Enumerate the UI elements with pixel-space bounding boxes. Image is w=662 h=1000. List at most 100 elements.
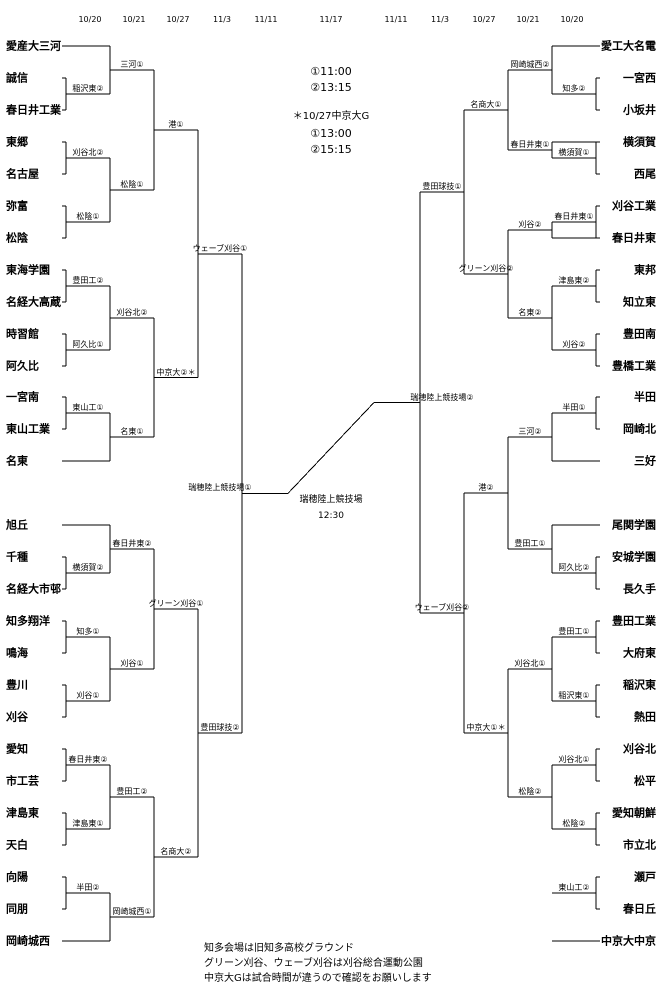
time-slot-2: ②13:15 (310, 81, 352, 94)
match-label-r1: 刈谷① (76, 691, 100, 700)
date-label: 10/20 (560, 15, 584, 24)
team-name: 刈谷工業 (612, 199, 656, 213)
match-label-r2: 豊田工① (514, 539, 546, 548)
team-name: 天白 (6, 838, 28, 852)
match-label-r2: 名東② (518, 308, 542, 317)
match-label-r2: 三河② (518, 427, 542, 436)
team-name: 松陰 (6, 231, 28, 245)
match-label-r2: 刈谷北② (116, 308, 148, 317)
match-label-r1: 阿久比① (72, 340, 104, 349)
date-label: 11/3 (213, 15, 231, 24)
team-name: 市工芸 (6, 774, 39, 788)
team-name: 横須賀 (623, 135, 656, 149)
match-label-r5: 瑞穂陸上競技場② (410, 392, 474, 402)
match-label-r2: 春日井東① (510, 140, 550, 149)
match-label-r1: 豊田工① (558, 627, 590, 636)
team-name: 熱田 (634, 710, 656, 724)
match-label-r1: 刈谷北② (72, 148, 104, 157)
match-label-r1: 春日井東① (554, 212, 594, 221)
match-label-r1: 刈谷北① (558, 755, 590, 764)
chukyo-time-1: ①13:00 (310, 127, 352, 140)
final-time: 12:30 (318, 511, 344, 521)
bracket-line (287, 402, 375, 494)
chukyo-time-2: ②15:15 (310, 143, 352, 156)
team-name: 瀬戸 (634, 870, 656, 884)
team-name: 大府東 (623, 646, 656, 660)
team-name: 豊橋工業 (612, 359, 656, 373)
team-name: 向陽 (6, 870, 28, 884)
date-label: 11/3 (431, 15, 449, 24)
match-label-r2: 刈谷北① (514, 659, 546, 668)
match-label-r1: 松陰② (562, 819, 586, 828)
time-slot-1: ①11:00 (310, 65, 352, 78)
match-label-r2: 岡崎城西② (510, 60, 550, 69)
team-name: 名経大市邨 (6, 582, 61, 596)
match-label-r4: ウェーブ刈谷① (192, 243, 248, 253)
team-name: 市立北 (623, 838, 656, 852)
match-label-r1: 横須賀② (72, 563, 104, 572)
team-name: 東海学園 (6, 263, 50, 277)
chukyo-note: ＊10/27中京大G (292, 111, 370, 122)
team-name: 東郷 (6, 135, 28, 149)
match-label-r2: 春日井東② (112, 539, 152, 548)
team-name: 春日井東 (612, 231, 656, 245)
match-label-r2: 豊田工② (116, 787, 148, 796)
match-label-r2: 三河① (120, 60, 144, 69)
match-label-r2: 名東① (120, 427, 144, 436)
team-name: 名東 (6, 454, 28, 468)
team-name: 愛産大三河 (6, 39, 61, 53)
match-label-r1: 知多② (562, 84, 586, 93)
team-name: 愛知 (6, 742, 28, 756)
match-label-r1: 津島東② (558, 276, 590, 285)
match-label-r3: 中京大①＊ (466, 723, 506, 732)
match-label-r3: 港① (168, 120, 184, 129)
team-name: 愛知朝鮮 (612, 806, 656, 820)
match-label-r4: ウェーブ刈谷② (414, 603, 470, 612)
match-label-r1: 知多① (76, 627, 100, 636)
date-label: 10/20 (78, 15, 102, 24)
match-label-r1: 半田② (76, 883, 100, 892)
team-name: 愛工大名電 (601, 39, 656, 53)
date-label: 11/11 (384, 15, 408, 24)
team-name: 刈谷北 (623, 742, 656, 756)
team-name: 知立東 (623, 295, 656, 309)
match-label-r3: グリーン刈谷① (148, 599, 204, 608)
match-label-r4: 豊田球技① (422, 182, 462, 191)
team-name: 春日井工業 (6, 103, 61, 117)
team-name: 豊田南 (623, 327, 656, 341)
team-name: 長久手 (623, 582, 656, 596)
team-name: 春日丘 (623, 902, 656, 916)
match-label-r3: グリーン刈谷② (458, 264, 514, 273)
match-label-r2: 刈谷② (518, 220, 542, 229)
match-label-r2: 松陰② (518, 787, 542, 796)
team-name: 一宮南 (6, 390, 39, 404)
team-name: 時習館 (6, 327, 39, 341)
match-label-r1: 阿久比② (558, 563, 590, 572)
match-label-r1: 稲沢東① (558, 691, 590, 700)
match-label-r1: 松陰① (76, 212, 100, 221)
team-name: 千種 (6, 550, 28, 564)
team-name: 稲沢東 (623, 678, 656, 692)
date-label: 10/27 (472, 15, 496, 24)
team-name: 弥富 (6, 199, 28, 213)
date-label: 10/21 (516, 15, 540, 24)
team-name: 豊田工業 (612, 614, 656, 628)
team-name: 阿久比 (6, 359, 39, 373)
team-name: 尾関学園 (612, 518, 656, 532)
match-label-r1: 東山工① (72, 403, 104, 412)
team-name: 名経大高蔵 (6, 295, 61, 309)
team-name: 豊川 (6, 678, 28, 692)
date-label: 11/11 (254, 15, 278, 24)
team-name: 西尾 (634, 167, 656, 181)
team-name: 東邦 (634, 263, 656, 277)
match-label-r5: 瑞穂陸上競技場① (188, 483, 252, 493)
match-label-r1: 刈谷② (562, 340, 586, 349)
team-name: 東山工業 (6, 422, 50, 436)
match-label-r3: 名商大② (160, 847, 192, 856)
match-label-r1: 津島東① (72, 819, 104, 828)
team-name: 同朋 (6, 902, 28, 916)
team-name: 松平 (634, 774, 656, 788)
note-3: 中京大Gは試合時間が違うので確認をお願いします (204, 973, 432, 984)
